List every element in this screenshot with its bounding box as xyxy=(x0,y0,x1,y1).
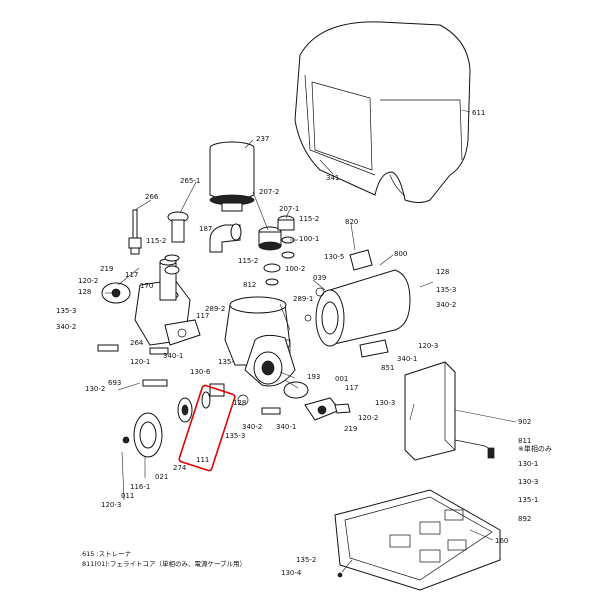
label-135-1: 135-1 xyxy=(518,496,538,504)
label-289-2: 289-2 xyxy=(205,305,225,313)
label-187: 187 xyxy=(199,225,212,233)
label-100-2: 100-2 xyxy=(285,265,305,273)
check-valve-stack xyxy=(258,226,282,286)
label-120-2b: 120-2 xyxy=(358,414,378,422)
motor xyxy=(304,249,411,358)
left-valve-assembly xyxy=(97,258,201,387)
label-274: 274 xyxy=(173,464,187,472)
label-120-3b: 120-3 xyxy=(101,501,121,509)
label-800: 800 xyxy=(394,250,407,258)
label-219b: 219 xyxy=(344,425,357,433)
label-207-2: 207-2 xyxy=(259,188,279,196)
leader-lines xyxy=(105,109,517,573)
label-340-2b: 340-2 xyxy=(436,301,456,309)
label-001: 001 xyxy=(335,375,348,383)
label-170: 170 xyxy=(140,282,153,290)
label-265-1: 265-1 xyxy=(180,177,200,185)
label-135-3c: 135-3 xyxy=(225,432,245,440)
base-plate xyxy=(334,489,501,591)
label-289-1: 289-1 xyxy=(293,295,313,303)
label-130-1: 130-1 xyxy=(518,460,538,468)
label-128a: 128 xyxy=(78,288,91,296)
label-128b: 128 xyxy=(436,268,449,276)
label-120-1: 120-1 xyxy=(130,358,150,366)
label-264: 264 xyxy=(130,339,144,347)
valve-207-1 xyxy=(277,215,295,259)
label-117a: 117 xyxy=(125,271,138,279)
label-892: 892 xyxy=(518,515,531,523)
label-130-2: 130-2 xyxy=(85,385,105,393)
label-115-2b: 115-2 xyxy=(146,237,166,245)
outlet-flange xyxy=(261,381,351,421)
label-130-5: 130-5 xyxy=(324,253,344,261)
label-111: 111 xyxy=(196,456,209,464)
label-266: 266 xyxy=(145,193,159,201)
label-219a: 219 xyxy=(100,265,113,273)
label-128c: 128 xyxy=(233,399,246,407)
label-812: 812 xyxy=(243,281,256,289)
label-160: 160 xyxy=(495,537,508,545)
pump-casing xyxy=(224,296,296,387)
label-611: 611 xyxy=(472,109,485,117)
label-902: 902 xyxy=(518,418,531,426)
label-811: 811 xyxy=(518,437,531,445)
elbow-fitting xyxy=(209,223,242,253)
label-117b: 117 xyxy=(196,312,209,320)
control-box xyxy=(404,361,495,461)
label-021: 021 xyxy=(155,473,168,481)
label-115-2a: 115-2 xyxy=(299,215,319,223)
label-130-4: 130-4 xyxy=(281,569,302,577)
label-340-1c: 340-1 xyxy=(276,423,296,431)
label-135-2: 135-2 xyxy=(296,556,316,564)
sensor-probe xyxy=(128,209,142,255)
label-130-6: 130-6 xyxy=(190,368,211,376)
pressure-switch xyxy=(164,211,189,275)
label-130-3b: 130-3 xyxy=(518,478,538,486)
legend-line-2: 811(01):フェライトコア（単相のみ、電源ケーブル用） xyxy=(82,559,246,568)
label-011: 011 xyxy=(121,492,134,500)
label-120-3a: 120-3 xyxy=(418,342,438,350)
label-811-note: ※単相のみ xyxy=(518,444,552,453)
label-135-3b: 135-3 xyxy=(436,286,456,294)
label-340-2c: 340-2 xyxy=(242,423,262,431)
label-135-3a: 135-3 xyxy=(56,307,76,315)
label-237: 237 xyxy=(256,135,269,143)
pressure-tank xyxy=(209,141,255,212)
label-340-1b: 340-1 xyxy=(397,355,417,363)
label-039: 039 xyxy=(313,274,326,282)
label-341: 341 xyxy=(326,174,339,182)
label-851: 851 xyxy=(381,364,394,372)
label-340-2a: 340-2 xyxy=(56,323,76,331)
label-820: 820 xyxy=(345,218,358,226)
label-116-1: 116-1 xyxy=(130,483,150,491)
label-117c: 117 xyxy=(345,384,358,392)
label-693: 693 xyxy=(108,379,121,387)
highlight-111 xyxy=(178,384,236,472)
part-labels: 611 341 237 265-1 266 207-2 207-1 115-2 … xyxy=(56,109,552,577)
label-130-3a: 130-3 xyxy=(375,399,395,407)
legend-line-1: 615 :ストレーナ xyxy=(82,550,131,558)
label-207-1: 207-1 xyxy=(279,205,299,213)
label-135-x: 135- xyxy=(218,358,234,366)
label-100-1: 100-1 xyxy=(299,235,319,243)
legend: 615 :ストレーナ 811(01):フェライトコア（単相のみ、電源ケーブル用） xyxy=(82,550,246,568)
label-340-1a: 340-1 xyxy=(163,352,183,360)
impeller-assembly xyxy=(122,383,249,458)
label-193: 193 xyxy=(307,373,320,381)
label-120-2a: 120-2 xyxy=(78,277,98,285)
pump-cover xyxy=(294,21,471,203)
label-115-2c: 115-2 xyxy=(238,257,258,265)
